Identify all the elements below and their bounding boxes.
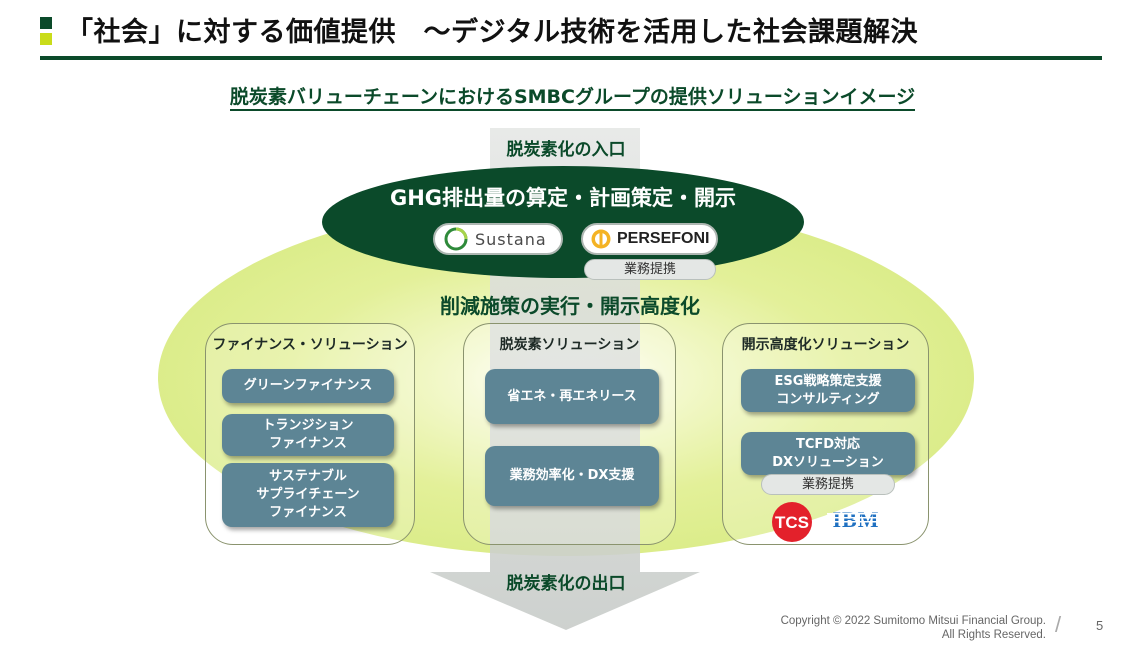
diagram-subtitle: 脱炭素バリューチェーンにおけるSMBCグループの提供ソリューションイメージ	[0, 82, 1145, 111]
persefoni-logo: PERSEFONI	[581, 223, 718, 255]
ibm-logo: IBM	[827, 508, 885, 530]
tcs-logo-text: TCS	[775, 513, 809, 532]
page-number: 5	[1096, 618, 1104, 633]
sustana-mark-icon	[444, 227, 468, 251]
flow-entry-label: 脱炭素化の入口	[506, 140, 626, 160]
ibm-logo-text: IBM	[833, 508, 880, 530]
page-title: 「社会」に対する価値提供 ～デジタル技術を活用した社会課題解決	[66, 17, 918, 48]
footer-copyright-line2: All Rights Reserved.	[941, 629, 1046, 641]
footer-copyright-line1: Copyright © 2022 Sumitomo Mitsui Financi…	[780, 615, 1046, 627]
efficiency-dx-box: 業務効率化・DX支援	[485, 446, 659, 506]
diagram-subtitle-text: 脱炭素バリューチェーンにおけるSMBCグループの提供ソリューションイメージ	[229, 86, 916, 111]
efficiency-dx-label: 業務効率化・DX支援	[509, 468, 635, 483]
persefoni-logo-text: PERSEFONI	[617, 230, 710, 247]
footer-divider: /	[1055, 612, 1062, 637]
flow-exit-label: 脱炭素化の出口	[506, 574, 626, 594]
sustainable-supply-chain-finance-box: サステナブル サプライチェーン ファイナンス	[222, 463, 394, 527]
tcfd-dx-box: TCFD対応 DXソリューション	[741, 432, 915, 475]
transition-finance-label: トランジション ファイナンス	[262, 418, 354, 451]
decarb-solution-panel: 脱炭素ソリューション	[463, 323, 676, 545]
title-rule	[40, 56, 1102, 60]
energy-lease-box: 省エネ・再エネリース	[485, 369, 659, 424]
energy-lease-label: 省エネ・再エネリース	[507, 388, 637, 404]
ghg-stage-ellipse	[322, 166, 804, 278]
reduction-stage-title: 削減施策の実行・開示高度化	[440, 294, 700, 318]
partnership-badge-bottom: 業務提携	[761, 474, 895, 495]
esg-consulting-label: ESG戦略策定支援 コンサルティング	[774, 373, 882, 407]
esg-consulting-box: ESG戦略策定支援 コンサルティング	[741, 369, 915, 412]
tcfd-dx-label: TCFD対応 DXソリューション	[772, 436, 884, 470]
green-finance-box: グリーンファイナンス	[222, 369, 394, 403]
disclosure-panel-title: 開示高度化ソリューション	[741, 337, 910, 353]
footer-copyright: Copyright © 2022 Sumitomo Mitsui Financi…	[700, 614, 1046, 642]
persefoni-mark-icon	[591, 229, 611, 249]
sustainable-supply-chain-finance-label: サステナブル サプライチェーン ファイナンス	[256, 469, 360, 520]
transition-finance-box: トランジション ファイナンス	[222, 414, 394, 456]
ghg-stage-title: GHG排出量の算定・計画策定・開示	[389, 186, 737, 210]
tcs-logo-circle	[772, 502, 812, 542]
partnership-badge-top: 業務提携	[584, 259, 716, 280]
decarb-panel-title: 脱炭素ソリューション	[499, 337, 640, 353]
title-bullet-dark	[40, 17, 52, 29]
green-finance-label: グリーンファイナンス	[243, 378, 373, 393]
sustana-logo: Sustana	[433, 223, 563, 255]
finance-panel-title: ファイナンス・ソリューション	[212, 337, 408, 353]
tcs-logo: TCS	[772, 502, 812, 542]
sustana-logo-text: Sustana	[475, 229, 547, 249]
title-bullet-light	[40, 33, 52, 45]
